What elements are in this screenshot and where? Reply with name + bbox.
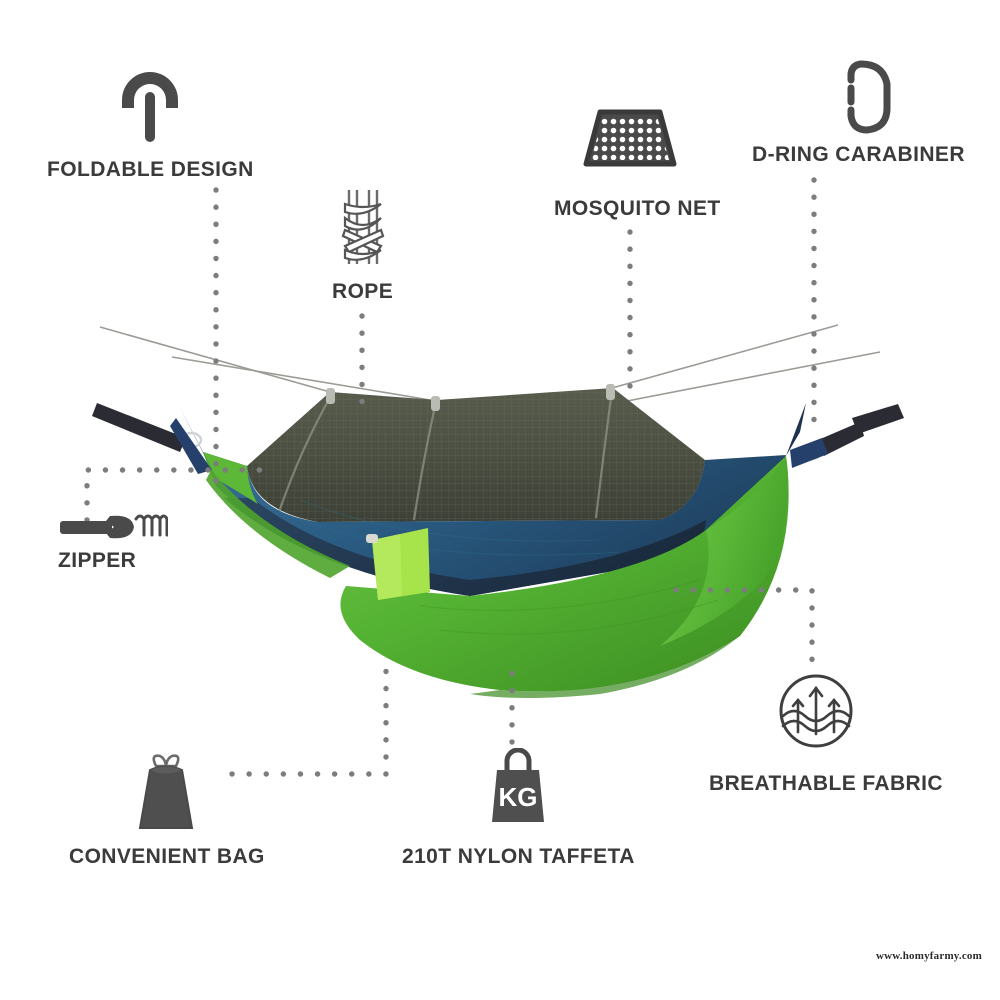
right-end-hardware — [786, 403, 904, 468]
label-breathable-fabric: BREATHABLE FABRIC — [709, 772, 943, 795]
zipper-slider-icon — [58, 508, 169, 546]
label-rope: ROPE — [332, 280, 394, 303]
label-zipper: ZIPPER — [58, 549, 137, 572]
hammock-zipper-flap — [366, 528, 430, 600]
braided-rope-icon — [335, 188, 391, 266]
label-mosquito-net: MOSQUITO NET — [554, 197, 721, 220]
kg-weight-bag-icon: KG — [487, 747, 549, 826]
hammock-body — [203, 452, 789, 698]
label-convenient-bag: CONVENIENT BAG — [69, 845, 265, 868]
mosquito-net-canopy — [247, 384, 763, 522]
connector-zipper — [84, 467, 269, 523]
label-nylon-taffeta: 210T NYLON TAFFETA — [402, 845, 635, 868]
breathable-circle-arrows-icon — [777, 672, 855, 750]
drawstring-bag-icon — [128, 750, 204, 834]
kg-icon-text: KG — [499, 782, 538, 812]
connector-convenient-bag — [229, 665, 389, 777]
label-foldable-design: FOLDABLE DESIGN — [47, 158, 254, 181]
left-end-hardware — [92, 403, 216, 478]
foldable-arch-arrow-icon — [110, 62, 190, 142]
carabiner-icon — [843, 58, 895, 134]
connector-breathable-fabric — [673, 587, 815, 675]
label-d-ring-carabiner: D-RING CARABINER — [752, 143, 965, 166]
site-watermark: www.homyfarmy.com — [875, 950, 982, 962]
mesh-trapezoid-icon — [582, 108, 678, 170]
